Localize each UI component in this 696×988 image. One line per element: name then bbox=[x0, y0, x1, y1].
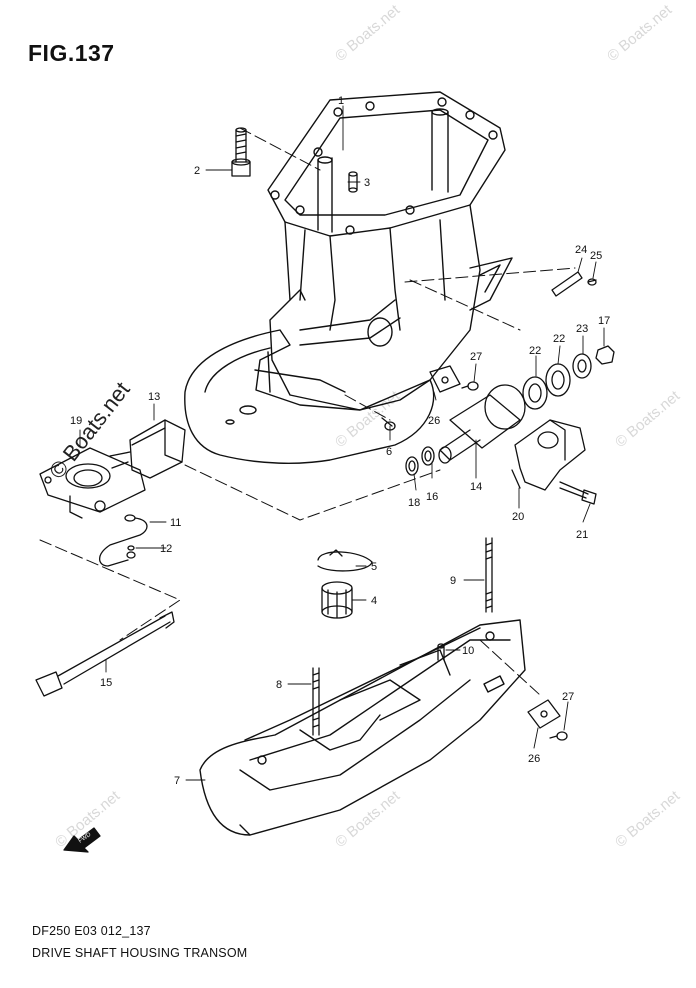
callout-23: 23 bbox=[576, 323, 588, 335]
washer-part-23 bbox=[572, 353, 592, 379]
pin-part-10 bbox=[437, 643, 445, 661]
stud-part-8 bbox=[312, 667, 320, 736]
callout-16: 16 bbox=[426, 491, 438, 503]
callout-13: 13 bbox=[148, 391, 160, 403]
bolt-part-25 bbox=[587, 278, 597, 286]
callout-22-a: 22 bbox=[529, 345, 541, 357]
figure-caption: DRIVE SHAFT HOUSING TRANSOM bbox=[32, 946, 248, 960]
nut-part-17 bbox=[595, 345, 615, 365]
callout-18: 18 bbox=[408, 497, 420, 509]
callout-26-upper: 26 bbox=[428, 415, 440, 427]
callout-3: 3 bbox=[364, 177, 370, 189]
callout-4: 4 bbox=[371, 595, 377, 607]
callout-26-lower: 26 bbox=[528, 753, 540, 765]
callout-24: 24 bbox=[575, 244, 587, 256]
clamp-part-19 bbox=[39, 447, 146, 519]
bolt-part-21 bbox=[559, 481, 597, 505]
callout-9: 9 bbox=[450, 575, 456, 587]
figure-title: FIG.137 bbox=[28, 40, 115, 66]
ground-wire-part-11 bbox=[98, 514, 148, 567]
callout-5: 5 bbox=[371, 561, 377, 573]
washer-part-22-b bbox=[545, 363, 571, 397]
callout-20: 20 bbox=[512, 511, 524, 523]
figure-code: DF250 E03 012_137 bbox=[32, 924, 151, 938]
callout-25: 25 bbox=[590, 250, 602, 262]
callout-10: 10 bbox=[462, 645, 474, 657]
callout-12: 12 bbox=[160, 543, 172, 555]
drive-shaft-housing bbox=[184, 91, 513, 464]
callout-19: 19 bbox=[70, 415, 82, 427]
washer-part-18 bbox=[405, 456, 419, 476]
callout-21: 21 bbox=[576, 529, 588, 541]
callout-14: 14 bbox=[470, 481, 482, 493]
washer-part-16 bbox=[421, 446, 435, 466]
plate-part-24 bbox=[551, 271, 583, 297]
callout-17: 17 bbox=[598, 315, 610, 327]
bracket-part-20 bbox=[511, 419, 586, 491]
callout-27-lower: 27 bbox=[562, 691, 574, 703]
bolt-part-2 bbox=[231, 127, 251, 177]
washer-part-22-a bbox=[522, 376, 548, 410]
bolt-part-15 bbox=[35, 611, 175, 697]
lower-housing-part-7 bbox=[199, 619, 526, 836]
mount-part-14 bbox=[438, 384, 526, 464]
bolt-part-27-upper bbox=[461, 381, 479, 391]
leader-lines bbox=[79, 105, 605, 781]
callout-7: 7 bbox=[174, 775, 180, 787]
fwd-arrow-icon: FWD bbox=[63, 827, 101, 853]
assembly-lines bbox=[39, 127, 576, 696]
callout-22-b: 22 bbox=[553, 333, 565, 345]
callout-15: 15 bbox=[100, 677, 112, 689]
clip-part-5 bbox=[317, 549, 373, 572]
callout-8: 8 bbox=[276, 679, 282, 691]
callout-27-upper: 27 bbox=[470, 351, 482, 363]
callouts: 1 2 3 4 5 6 7 8 9 10 11 12 13 14 15 16 1… bbox=[70, 95, 610, 787]
callout-6: 6 bbox=[386, 446, 392, 458]
bolt-part-27-lower bbox=[549, 731, 568, 741]
bracket-part-13 bbox=[109, 419, 186, 479]
plate-part-26-upper bbox=[429, 365, 461, 393]
callout-11: 11 bbox=[170, 517, 181, 529]
bolt-part-6 bbox=[381, 417, 396, 431]
screw-part-12 bbox=[126, 545, 136, 559]
callout-1: 1 bbox=[338, 95, 344, 107]
plate-part-26-lower bbox=[527, 699, 561, 729]
stud-part-9 bbox=[485, 537, 493, 613]
callout-2: 2 bbox=[194, 165, 200, 177]
bushing-part-4 bbox=[321, 581, 353, 619]
